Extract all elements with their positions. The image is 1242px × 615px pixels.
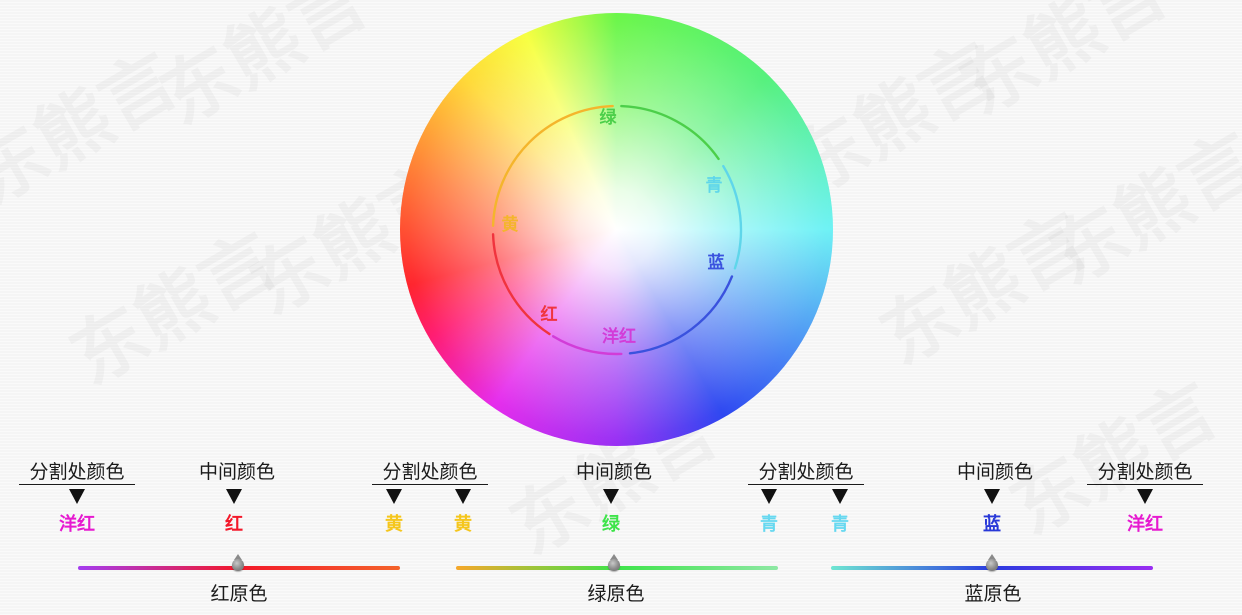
color-wheel-center-glow xyxy=(400,13,833,446)
pointer-arrow xyxy=(69,489,85,504)
handle-tip xyxy=(234,554,242,560)
middle-header: 中间颜色 xyxy=(956,461,1033,483)
divider-header: 分割处颜色 xyxy=(1087,460,1203,485)
watermark-text: 东熊言 xyxy=(938,0,1184,135)
pointer-arrow xyxy=(226,489,242,504)
middle-header: 中间颜色 xyxy=(198,461,275,483)
divider-header: 分割处颜色 xyxy=(19,460,135,485)
pointer-arrow xyxy=(832,489,848,504)
color-label-blue: 蓝 xyxy=(983,514,1001,535)
wheel-label-yellow: 黄 xyxy=(501,215,519,235)
pointer-arrow xyxy=(1137,489,1153,504)
color-label-magenta: 洋红 xyxy=(1127,514,1163,535)
divider-header: 分割处颜色 xyxy=(372,460,488,485)
handle-knob xyxy=(232,559,244,571)
color-label-yellow: 黄 xyxy=(385,514,403,535)
color-label-cyan: 青 xyxy=(760,514,778,535)
color-label-yellow: 黄 xyxy=(454,514,472,535)
green-primary-label: 绿原色 xyxy=(587,583,645,605)
middle-header: 中间颜色 xyxy=(575,461,652,483)
handle-knob xyxy=(608,559,620,571)
pointer-arrow xyxy=(455,489,471,504)
pointer-arrow xyxy=(386,489,402,504)
wheel-label-cyan: 青 xyxy=(705,176,723,196)
watermark-text: 东熊言 xyxy=(988,352,1234,556)
wheel-label-green: 绿 xyxy=(599,108,617,128)
color-label-green: 绿 xyxy=(602,514,620,535)
wheel-label-red: 红 xyxy=(540,305,558,325)
color-label-cyan: 青 xyxy=(831,514,849,535)
color-label-red: 红 xyxy=(225,514,243,535)
pointer-arrow xyxy=(761,489,777,504)
watermark-text: 东熊言 xyxy=(48,202,294,406)
watermark-text: 东熊言 xyxy=(0,22,194,226)
wheel-label-magenta: 洋红 xyxy=(602,327,636,347)
color-label-magenta: 洋红 xyxy=(59,514,95,535)
wheel-label-blue: 蓝 xyxy=(707,253,725,273)
pointer-arrow xyxy=(603,489,619,504)
blue-primary-label: 蓝原色 xyxy=(964,583,1022,605)
pointer-arrow xyxy=(984,489,1000,504)
handle-knob xyxy=(986,559,998,571)
red-primary-label: 红原色 xyxy=(210,583,268,605)
watermark-text: 东熊言 xyxy=(1028,102,1242,306)
color-wheel xyxy=(400,13,833,446)
watermark-text: 东熊言 xyxy=(138,0,384,145)
handle-tip xyxy=(610,554,618,560)
divider-header: 分割处颜色 xyxy=(748,460,864,485)
handle-tip xyxy=(988,554,996,560)
watermark-text: 东熊言 xyxy=(858,182,1104,386)
